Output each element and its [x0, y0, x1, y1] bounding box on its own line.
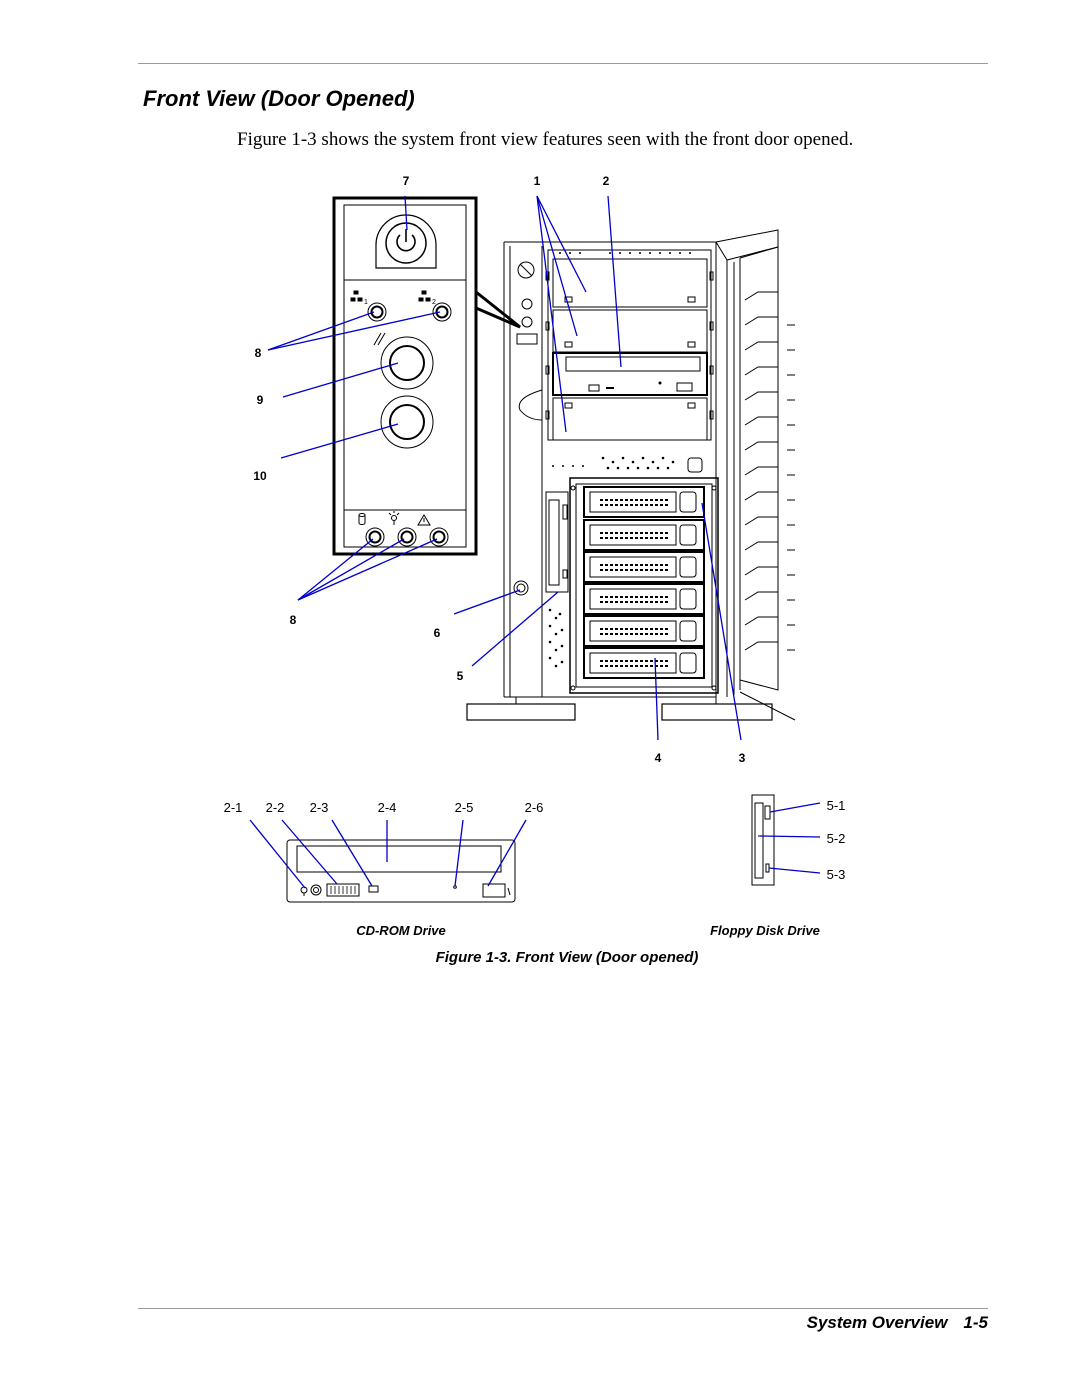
cdrom-label-2-5: 2-5: [455, 800, 474, 815]
floppy-caption: Floppy Disk Drive: [710, 923, 820, 938]
callout-9: 9: [257, 393, 264, 407]
intro-paragraph: Figure 1-3 shows the system front view f…: [237, 129, 854, 150]
cdrom-label-2-2: 2-2: [266, 800, 285, 815]
bottom-rule: [138, 1308, 988, 1309]
callout-7: 7: [403, 174, 410, 188]
floppy-part-labels: 5-1 5-2 5-3: [827, 798, 846, 882]
cdrom-label-2-3: 2-3: [310, 800, 329, 815]
lan-icon: 1 2: [350, 290, 436, 306]
front-panel-detail: 1 2: [332, 196, 521, 556]
cdrom-label-2-6: 2-6: [525, 800, 544, 815]
floppy-label-5-3: 5-3: [827, 867, 846, 882]
cdrom-leaders: [249, 819, 527, 889]
drive-bay-3: [552, 397, 708, 441]
lan-access-lamp-icon: [367, 302, 452, 322]
cdrom-caption: CD-ROM Drive: [356, 923, 446, 938]
section-heading: Front View (Door Opened): [143, 86, 415, 111]
hdd-tray-6: [583, 647, 705, 679]
floppy-drive-detail: [751, 794, 775, 886]
callout-3: 3: [739, 751, 746, 765]
hdd-tray-2: [583, 519, 705, 551]
callout-leaders: [267, 195, 742, 741]
cdrom-drive-detail: [286, 839, 516, 903]
drive-bay-1: [552, 258, 708, 308]
hdd-tray-5: [583, 615, 705, 647]
callout-8-status: 8: [290, 613, 297, 627]
svg-text:1: 1: [364, 299, 368, 306]
callout-4: 4: [655, 751, 662, 765]
callout-5: 5: [457, 669, 464, 683]
svg-text:2: 2: [432, 299, 436, 306]
hdd-tray-3: [583, 551, 705, 583]
callout-10: 10: [253, 469, 267, 483]
front-view-figure: 1 2: [224, 174, 846, 966]
hdd-tray-4: [583, 583, 705, 615]
hdd-tray-1: [583, 486, 705, 518]
dump-switch-icon: [380, 395, 434, 449]
cdrom-bay: [552, 352, 708, 396]
page-footer: System Overview 1-5: [807, 1313, 988, 1333]
callout-6: 6: [434, 626, 441, 640]
callout-numbers: 7 1 2 8 9 10 8 6 5 4 3: [253, 174, 745, 765]
floppy-drive-in-chassis: [545, 491, 569, 593]
callout-2: 2: [603, 174, 610, 188]
callout-8-lan: 8: [255, 346, 262, 360]
status-lamp-icon: [365, 527, 449, 547]
figure-caption: Figure 1-3. Front View (Door opened): [436, 949, 699, 966]
floppy-leaders: [759, 802, 821, 874]
cdrom-part-labels: 2-1 2-2 2-3 2-4 2-5 2-6: [224, 800, 544, 815]
cdrom-label-2-4: 2-4: [378, 800, 397, 815]
callout-1: 1: [534, 174, 541, 188]
floppy-label-5-1: 5-1: [827, 798, 846, 813]
footer-section-title: System Overview: [806, 1313, 948, 1332]
status-icons: [358, 511, 431, 526]
server-chassis: [466, 229, 796, 721]
reset-switch-icon: [373, 332, 434, 390]
cdrom-label-2-1: 2-1: [224, 800, 243, 815]
page-number: 1-5: [963, 1313, 988, 1332]
top-rule: [138, 63, 988, 64]
floppy-label-5-2: 5-2: [827, 831, 846, 846]
